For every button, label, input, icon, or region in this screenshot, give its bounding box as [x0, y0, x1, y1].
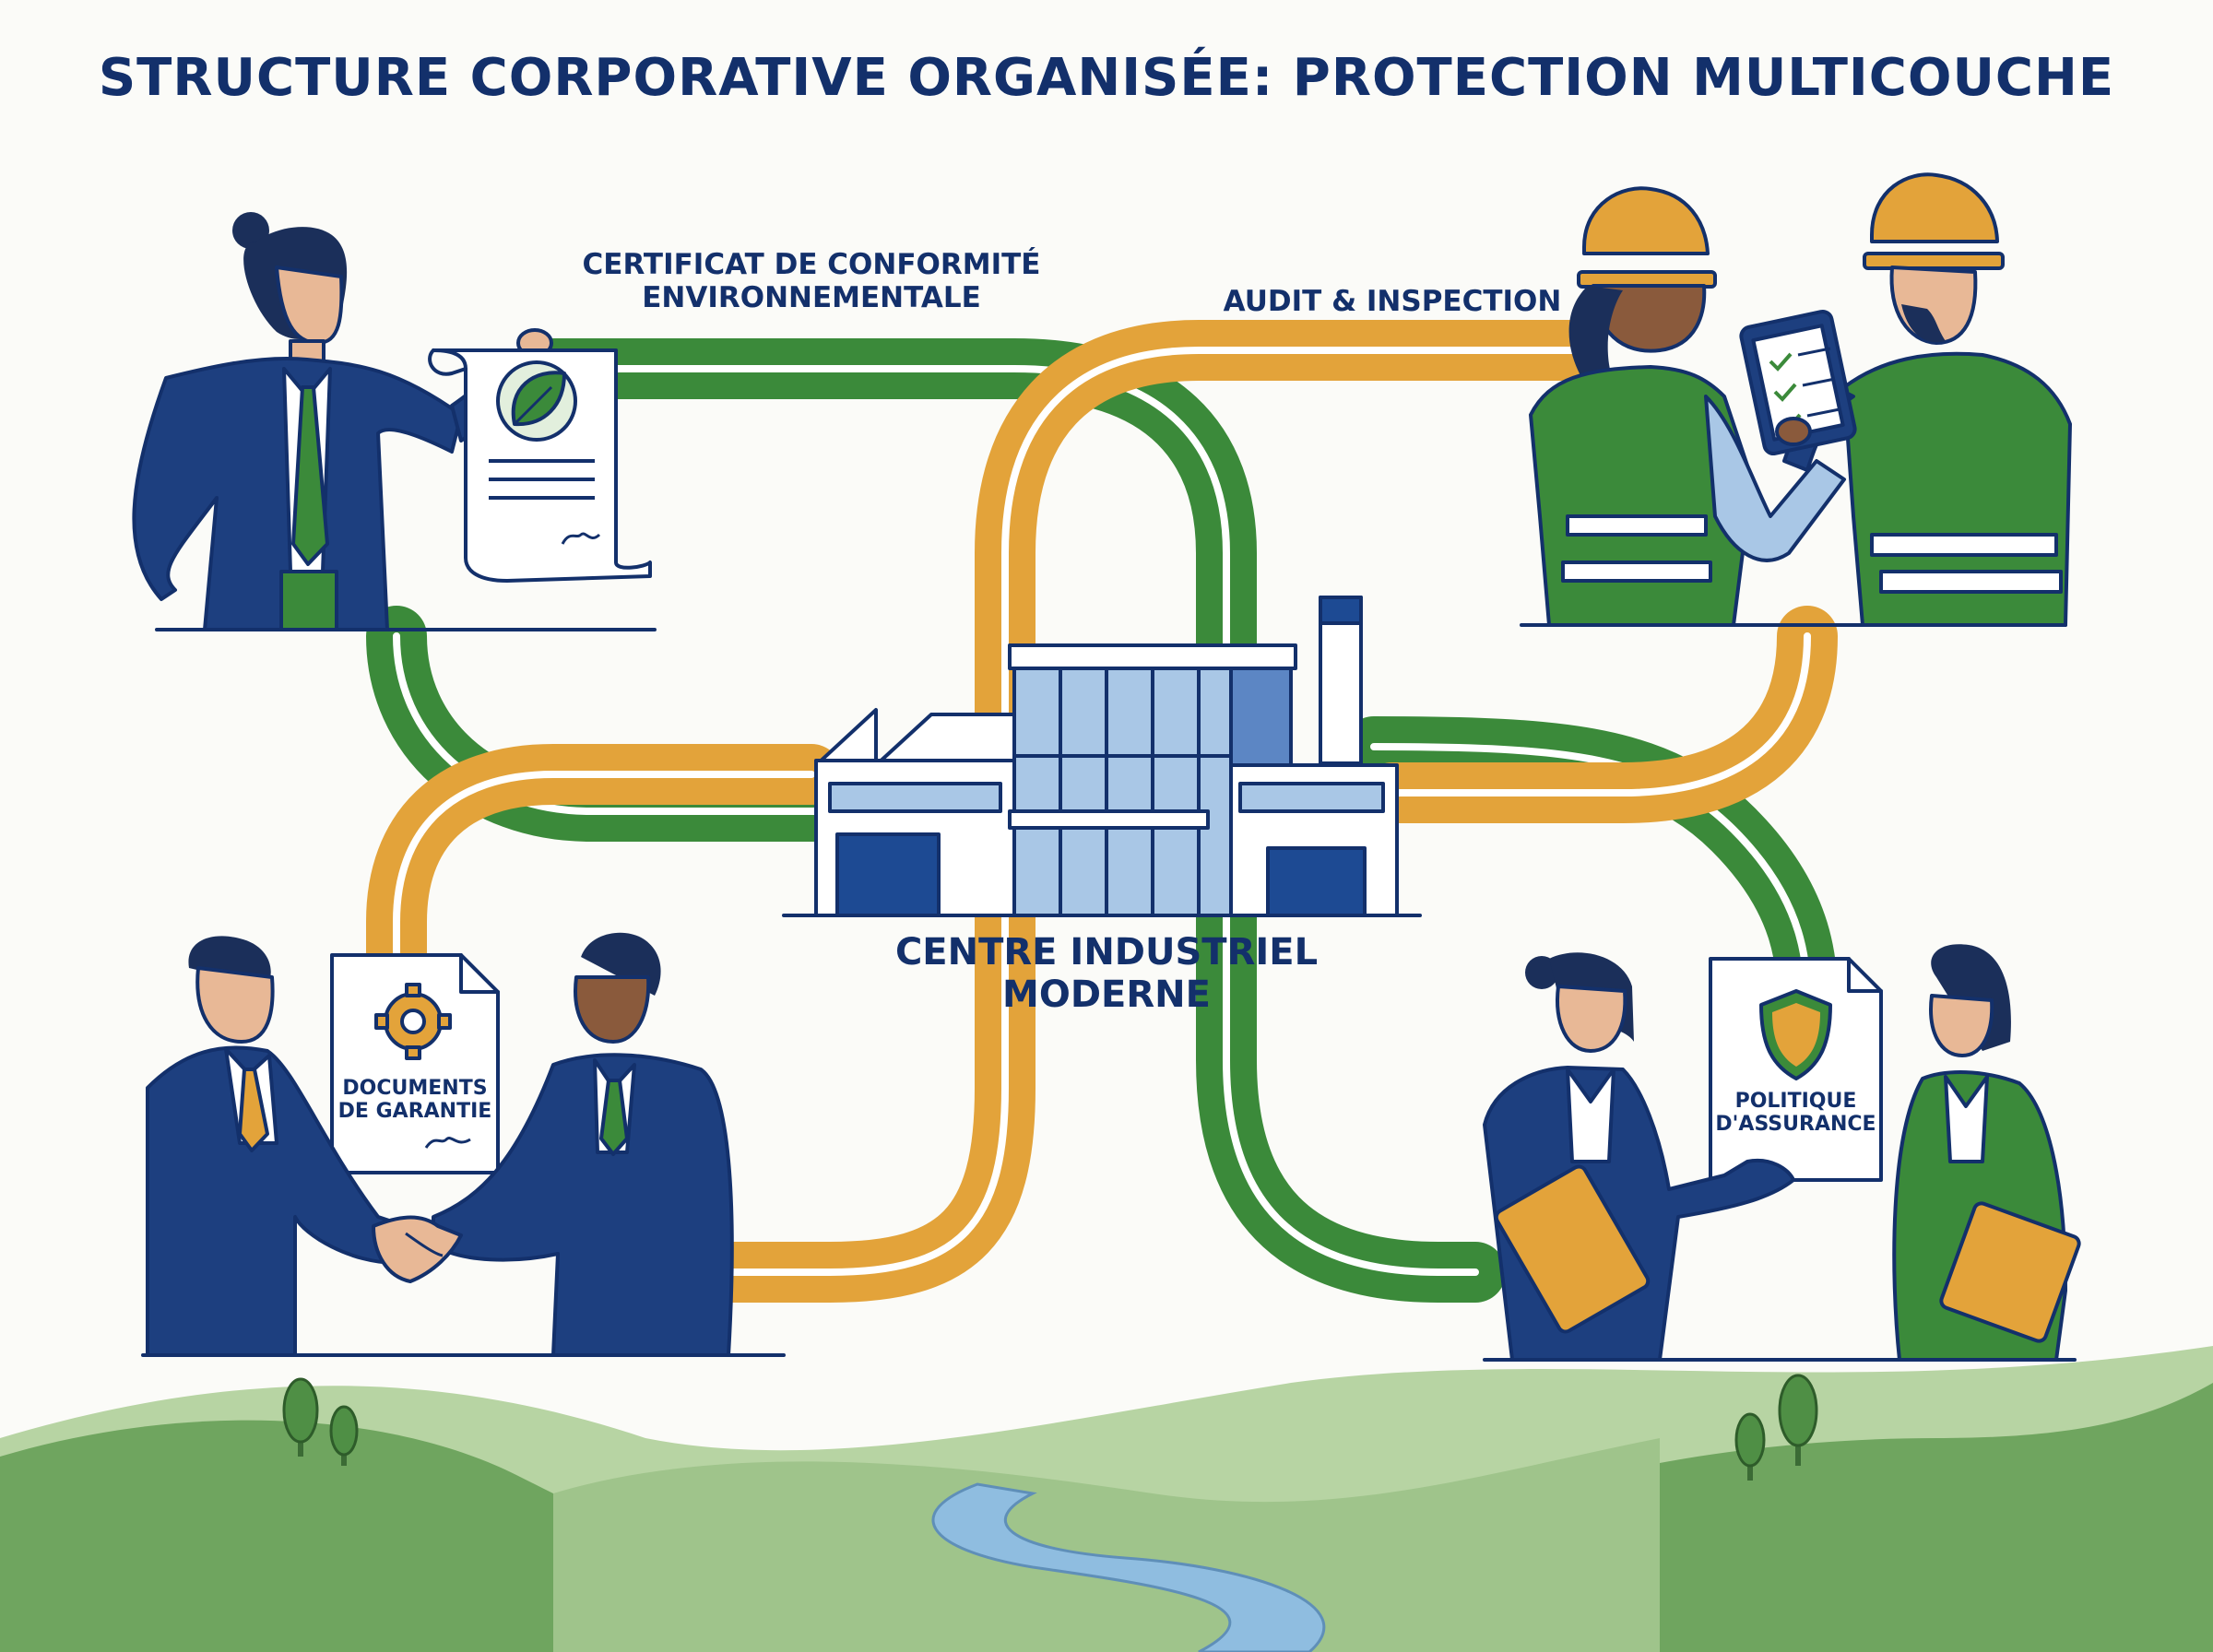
certificate-scroll — [432, 348, 652, 583]
tree-2 — [329, 1405, 359, 1466]
certificate-label-line-2: ENVIRONNEMENTALE — [642, 280, 981, 314]
certificate-label: CERTIFICAT DE CONFORMITÉ ENVIRONNEMENTAL… — [562, 248, 1060, 314]
center-label-line-2: MODERNE — [1002, 974, 1211, 1016]
guarantee-label: DOCUMENTS DE GARANTIE — [334, 1077, 496, 1124]
insurance-label-line-2: D'ASSURANCE — [1715, 1113, 1876, 1137]
handshake-icon — [372, 1215, 463, 1283]
tracks — [366, 320, 1838, 1303]
tree-4 — [1734, 1412, 1766, 1481]
tree-3 — [1778, 1374, 1818, 1466]
hill-mid — [553, 1438, 1660, 1652]
gear-icon — [374, 983, 452, 1060]
inspectors-audit — [1520, 172, 2072, 627]
guarantee-label-line-1: DOCUMENTS — [342, 1077, 488, 1100]
insurance-label-line-1: POLITIQUE — [1734, 1090, 1857, 1113]
folder-orange-2 — [1939, 1201, 2081, 1343]
factory-glass-tower — [1012, 643, 1233, 917]
center-label: CENTRE INDUSTRIEL MODERNE — [830, 931, 1383, 1016]
guarantee-document — [330, 953, 500, 1174]
tree-1 — [282, 1377, 319, 1457]
page-title: STRUCTURE CORPORATIVE ORGANISÉE: PROTECT… — [98, 48, 2115, 108]
insurance-scene — [1483, 944, 2081, 1362]
landscape — [0, 1346, 2213, 1652]
insurance-label: POLITIQUE D'ASSURANCE — [1712, 1090, 1879, 1137]
handshake-scene — [141, 932, 786, 1357]
center-label-line-1: CENTRE INDUSTRIEL — [894, 931, 1319, 974]
guarantee-label-line-2: DE GARANTIE — [337, 1100, 492, 1124]
businesswoman-certificate — [132, 212, 657, 631]
orange-track — [366, 320, 1838, 1303]
river — [931, 1482, 1326, 1652]
audit-label: AUDIT & INSPECTION — [1223, 285, 1562, 318]
factory-left-roof — [814, 708, 1016, 767]
folder-orange-1 — [1494, 1164, 1651, 1334]
checklist-icon — [1739, 309, 1857, 456]
factory-icon — [782, 596, 1422, 917]
certificate-label-line-1: CERTIFICAT DE CONFORMITÉ — [582, 248, 1041, 281]
